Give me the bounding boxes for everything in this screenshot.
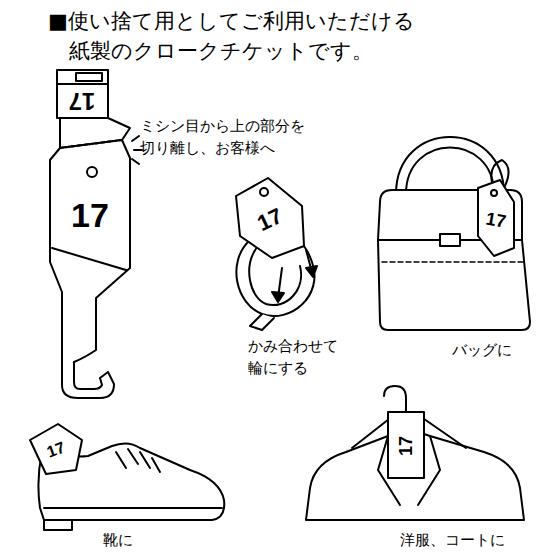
cut-mark bbox=[132, 159, 139, 164]
shoe-sole bbox=[44, 507, 222, 509]
bag-stitching bbox=[382, 261, 524, 263]
slit-line bbox=[52, 248, 126, 270]
loop-hook bbox=[250, 314, 274, 330]
ticket-number: 17 bbox=[397, 436, 415, 456]
ticket-tag bbox=[236, 178, 304, 258]
loop-illustration bbox=[236, 178, 317, 330]
shoe-laces bbox=[116, 449, 160, 472]
tear-off-slot bbox=[76, 73, 102, 81]
tear-off-box bbox=[57, 70, 108, 118]
callout-note: ミシン目から上の部分を 切り離し、お客様へ bbox=[140, 116, 316, 160]
arrowhead bbox=[272, 292, 284, 302]
shoe-illustration bbox=[30, 424, 224, 530]
string-hole bbox=[491, 190, 497, 196]
ticket-number: 17 bbox=[485, 209, 508, 230]
heading: ■使い捨て用としてご利用いただける 紙製のクロークチケットです。 bbox=[48, 6, 509, 66]
hanger-hook bbox=[384, 386, 406, 412]
ticket-tag bbox=[388, 412, 424, 478]
tear-off-strip bbox=[57, 83, 108, 85]
string-hole bbox=[87, 167, 97, 177]
coat-illustration bbox=[306, 386, 524, 520]
bag-illustration bbox=[378, 137, 530, 330]
step-caption: かみ合わせて 輪にする bbox=[248, 336, 352, 380]
use-caption: 靴に bbox=[103, 530, 133, 552]
perforation bbox=[60, 140, 122, 148]
ticket-body bbox=[50, 140, 130, 398]
use-caption: バッグに bbox=[452, 340, 512, 362]
use-caption: 洋服、コートに bbox=[400, 530, 505, 552]
ticket-number: 17 bbox=[71, 198, 109, 232]
arrowhead bbox=[306, 266, 317, 277]
ticket-number: 17 bbox=[45, 439, 67, 460]
string-hole bbox=[260, 188, 268, 196]
ticket-tag bbox=[478, 180, 514, 256]
ticket-tag bbox=[30, 424, 82, 474]
ticket-number: 17 bbox=[254, 205, 285, 235]
ticket-illustration bbox=[50, 70, 142, 398]
cut-mark bbox=[132, 136, 139, 141]
bag-body bbox=[378, 240, 530, 330]
ticket-number: 17 bbox=[69, 89, 96, 113]
bag-clasp bbox=[440, 234, 460, 246]
